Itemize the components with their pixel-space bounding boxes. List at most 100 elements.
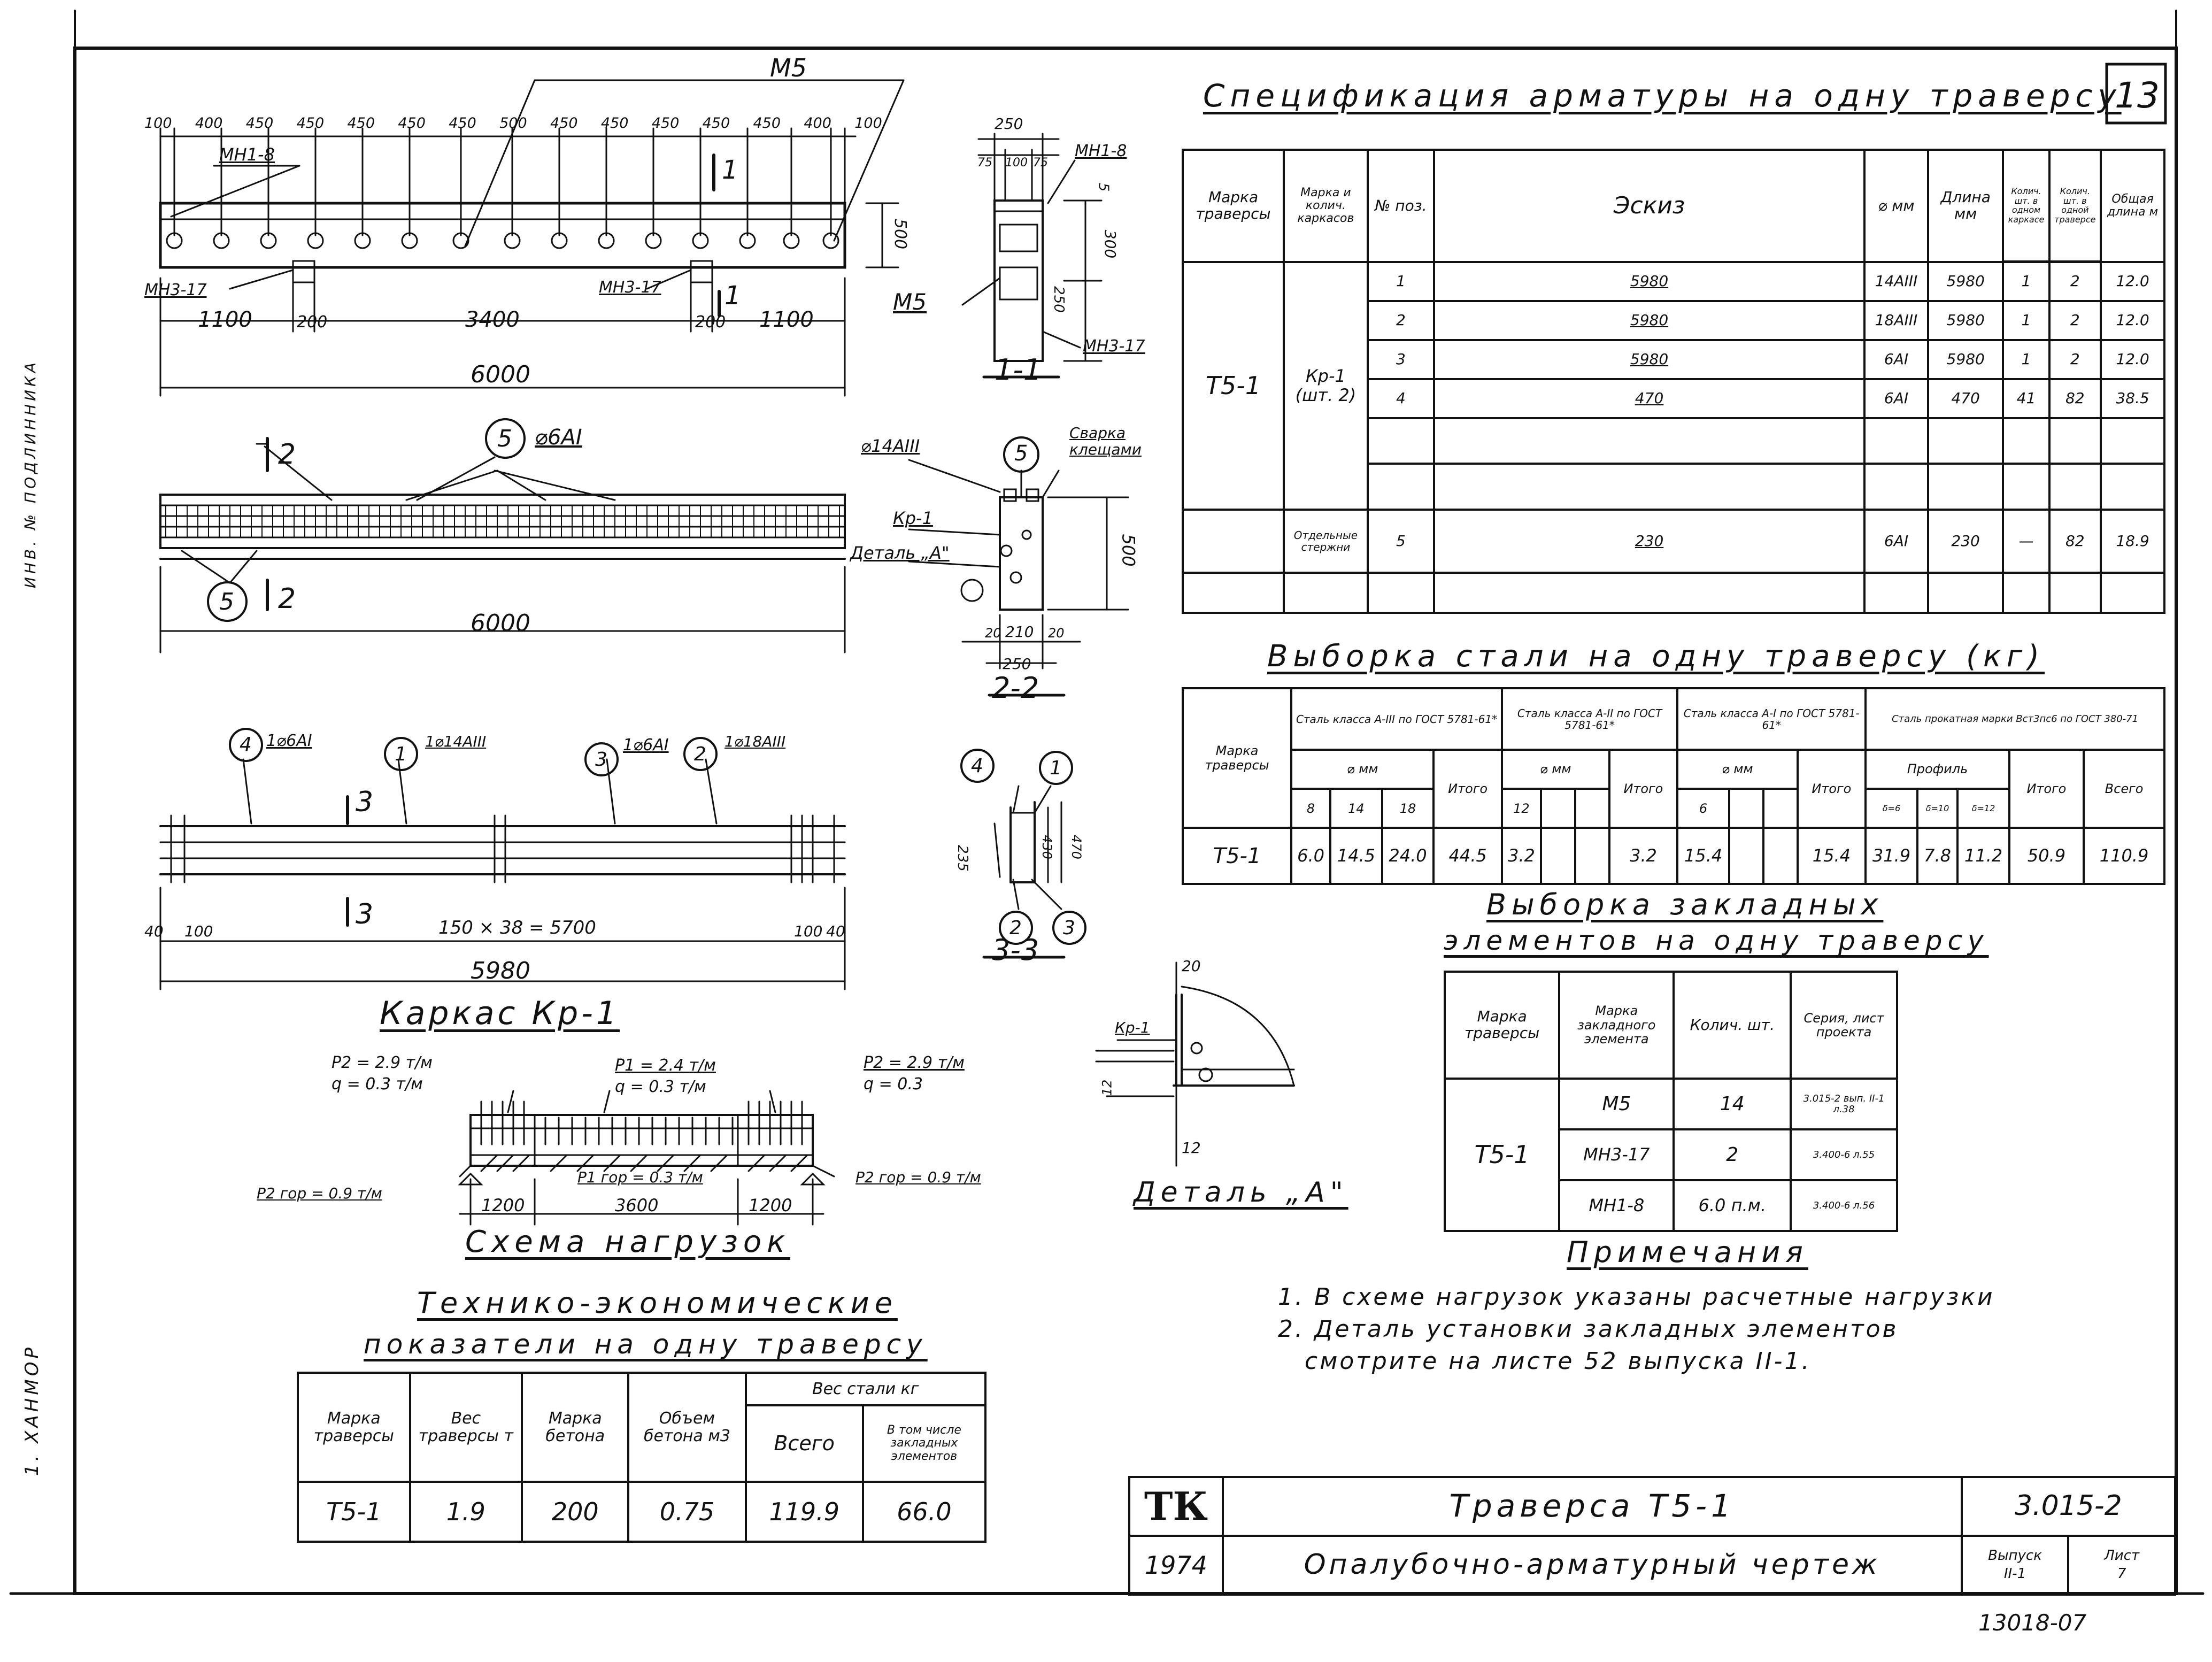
frame-pos4-label: 1⌀6АI: [266, 732, 312, 750]
emb-element: МН3-17: [1558, 1128, 1675, 1181]
dim: 400: [195, 115, 223, 132]
plan-total: 6000: [471, 610, 530, 637]
stamp-issue: Выпуск II-1: [1960, 1535, 2070, 1596]
s11-width: 250: [995, 115, 1023, 133]
dim: 450: [550, 115, 578, 132]
note-3: смотрите на листе 52 выпуска II-1.: [1305, 1348, 1812, 1375]
load-p1: P1 = 2.4 т/м: [615, 1056, 716, 1075]
steel-cell: 15.4: [1676, 827, 1730, 885]
tep-title-2: показатели на одну траверсу: [364, 1329, 928, 1360]
s22-caption: 2-2: [992, 671, 1039, 705]
spec-pos: 5: [1366, 509, 1436, 574]
spec-frame: Кр-1 (шт. 2): [1283, 261, 1369, 511]
tep-title-1: Технико-экономические: [417, 1286, 898, 1320]
plan-pos-top: 5: [497, 425, 512, 452]
s33-p4: 4: [971, 755, 983, 777]
load-caption: Схема нагрузок: [465, 1225, 790, 1259]
dim: 450: [600, 115, 629, 132]
beam-holes: [166, 232, 839, 249]
steel-cell: 11.2: [1956, 827, 2010, 885]
spec-sketch: 5980: [1433, 338, 1866, 380]
note-1: 1. В схеме нагрузок указаны расчетные на…: [1278, 1283, 1995, 1311]
emb-ref: 3.400-6 л.56: [1790, 1179, 1898, 1232]
frame-dim-a: 40: [144, 922, 164, 940]
load-dim-2: 3600: [615, 1195, 659, 1215]
spec-len: 5980: [1926, 261, 2005, 302]
spec-n1: 1: [2002, 299, 2051, 341]
beam-mn3-right: МН3-17: [599, 278, 661, 297]
spec-h-mark: Марка траверсы: [1181, 148, 1285, 264]
dim: 450: [449, 115, 476, 132]
stamp-series: 3.015-2: [1960, 1476, 2177, 1537]
spec-total: 12.0: [2100, 338, 2165, 380]
tep-h-weight: Вес траверсы т: [409, 1372, 523, 1483]
steel-h-g4: Сталь прокатная марки Вст3пс6 по ГОСТ 38…: [1864, 687, 2165, 751]
s11-d2: 100: [1005, 156, 1028, 170]
spec-d: 18АIII: [1863, 299, 1929, 341]
beam-height: 500: [891, 218, 910, 250]
spec-row: Отдельные стержни 5 230 6АI 230 — 82 18.…: [1181, 509, 2165, 574]
steel-h-g3: Сталь класса А-I по ГОСТ 5781-61*: [1676, 687, 1867, 751]
spec-pos: 1: [1366, 261, 1436, 302]
frame-pos4: 4: [240, 734, 252, 756]
spec-n1: 1: [2002, 261, 2051, 302]
s33-h2: 430: [1039, 835, 1054, 859]
steel-cell: [1539, 827, 1576, 885]
spec-h-total: Общая длина м: [2100, 148, 2165, 264]
spec-len: 470: [1926, 378, 2005, 419]
steel-cell: Т5-1: [1181, 827, 1293, 885]
emb-h-ref: Серия, лист проекта: [1790, 971, 1898, 1080]
spec-h-len: Длина мм: [1926, 148, 2005, 264]
spec-d: 6АI: [1863, 378, 1929, 419]
steel-sub: δ=10: [1916, 788, 1959, 829]
spec-sketch: 5980: [1433, 261, 1866, 302]
s11-h3: 250: [1050, 286, 1067, 313]
dim: 450: [398, 115, 426, 132]
emb-qty: 14: [1673, 1078, 1792, 1130]
stamp-sheet-value: 7: [2117, 1566, 2126, 1582]
steel-cell: 50.9: [2008, 827, 2085, 885]
steel-cell: [1762, 827, 1799, 885]
tep-h-volume: Объем бетона м3: [627, 1372, 747, 1483]
spec-sketch: 230: [1433, 509, 1866, 574]
steel-cell: 3.2: [1608, 827, 1679, 885]
steel-cell: 24.0: [1381, 827, 1435, 885]
steel-dmm: ⌀ мм: [1676, 749, 1799, 790]
frame-section-mark-top: 3: [356, 786, 374, 818]
plan-pos-bottom: 5: [219, 588, 234, 615]
detailA-12a: 12: [1099, 1079, 1115, 1096]
beam-dim-3: 3400: [465, 307, 520, 332]
spec-d: 6АI: [1863, 338, 1929, 380]
s33-p3: 3: [1063, 917, 1075, 939]
tep-cell: 119.9: [744, 1480, 864, 1543]
dim: 400: [804, 115, 831, 132]
s22-d3: 20: [1048, 626, 1065, 641]
s11-d1: 75: [977, 156, 992, 170]
tep-cell: 0.75: [627, 1480, 747, 1543]
beam-m5-label: М5: [770, 53, 807, 82]
emb-row: МН1-8 6.0 п.м. 3.400-6 л.56: [1445, 1179, 1898, 1232]
detailA-caption: Деталь „А": [1134, 1176, 1348, 1209]
s33-p2: 2: [1009, 917, 1022, 939]
s22-pos: 5: [1014, 441, 1028, 466]
stamp-sheet: Лист 7: [2067, 1535, 2176, 1596]
embedded-title-1: Выборка закладных: [1486, 888, 1884, 921]
tep-h-total: Всего: [744, 1404, 864, 1483]
plan-bar-label: ⌀6АI: [535, 425, 582, 450]
s11-mn3: МН3-17: [1083, 337, 1145, 356]
plan-stirrups: [165, 505, 840, 538]
steel-sub: δ=12: [1956, 788, 2010, 829]
s11-d3: 75: [1033, 156, 1048, 170]
load-dim-1: 1200: [481, 1195, 525, 1215]
s22-kr: Кр-1: [893, 508, 933, 528]
load-p2h-right: P2 гор = 0.9 т/м: [855, 1168, 981, 1186]
beam-dim-5: 1100: [759, 307, 814, 332]
steel-h-g1: Сталь класса А-III по ГОСТ 5781-61*: [1290, 687, 1503, 751]
tep-h-mark: Марка траверсы: [297, 1372, 411, 1483]
tep-cell: 66.0: [861, 1480, 987, 1543]
steel-cell: [1728, 827, 1764, 885]
spec-len: 5980: [1926, 299, 2005, 341]
spec-h-n2: Колич. шт. в одной траверсе: [2048, 149, 2102, 263]
beam-dim-4: 200: [695, 313, 726, 332]
plan-section-mark-top: 2: [278, 438, 296, 471]
